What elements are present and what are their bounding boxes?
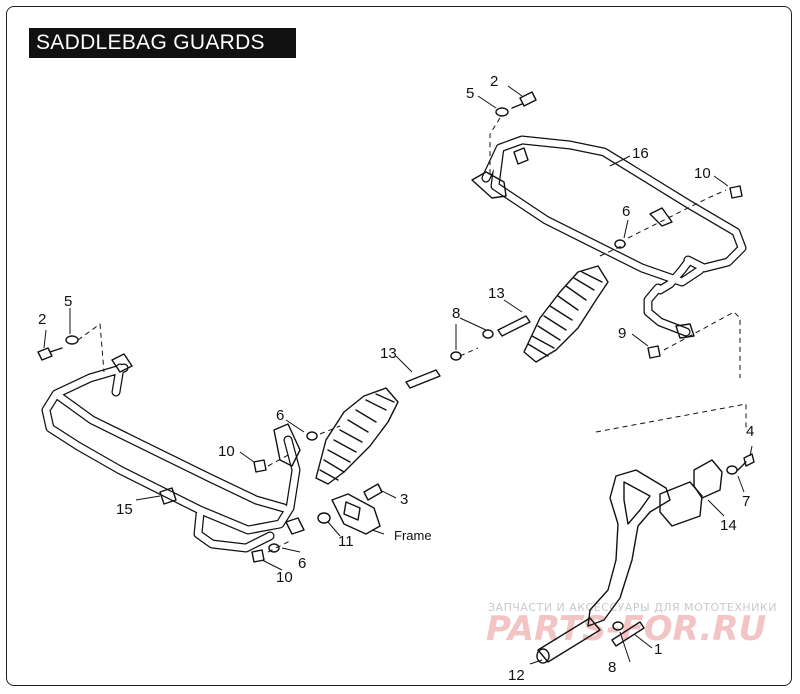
callout-12: 12: [508, 667, 525, 684]
callout-10: 10: [218, 443, 235, 460]
diagram-title: SADDLEBAG GUARDS: [29, 28, 296, 58]
callout-10: 10: [694, 165, 711, 182]
callout-labels: 2 5 16 10 6 13 8 9 13 2 5 6 10 3 11 Fram…: [38, 73, 754, 684]
fasteners: [37, 91, 755, 647]
callout-10: 10: [276, 569, 293, 586]
callout-3: 3: [400, 491, 408, 508]
callout-6: 6: [276, 407, 284, 424]
frame-label: Frame: [394, 528, 432, 543]
callout-9: 9: [618, 325, 626, 342]
callout-6: 6: [298, 555, 306, 572]
callout-11: 11: [338, 533, 354, 550]
callout-6: 6: [622, 203, 630, 220]
passenger-footpeg-bracket: [536, 459, 723, 664]
callout-14: 14: [720, 517, 737, 534]
rear-shock-left: [315, 387, 399, 485]
leader-lines: [43, 85, 753, 665]
left-saddlebag-guard: [41, 353, 305, 553]
watermark-subtitle: ЗАПЧАСТИ И АКСЕССУАРЫ ДЛЯ МОТОТЕХНИКИ: [488, 601, 777, 614]
frame-bracket: [317, 493, 381, 535]
alignment-lines: [77, 117, 747, 553]
diagram-border: [6, 6, 792, 686]
right-saddlebag-guard: [471, 135, 747, 339]
callout-15: 15: [116, 501, 133, 518]
callout-1: 1: [654, 641, 662, 658]
callout-5: 5: [466, 85, 474, 102]
callout-5: 5: [64, 293, 72, 310]
callout-8: 8: [608, 659, 616, 676]
rear-shock-right: [523, 265, 609, 363]
callout-13: 13: [488, 285, 505, 302]
callout-16: 16: [632, 145, 649, 162]
callout-8: 8: [452, 305, 460, 322]
callout-13: 13: [380, 345, 397, 362]
callout-4: 4: [746, 423, 754, 440]
callout-7: 7: [742, 493, 750, 510]
callout-2: 2: [490, 73, 498, 90]
callout-2: 2: [38, 311, 46, 328]
watermark-logo: PARTS-FOR.RU: [486, 609, 766, 649]
